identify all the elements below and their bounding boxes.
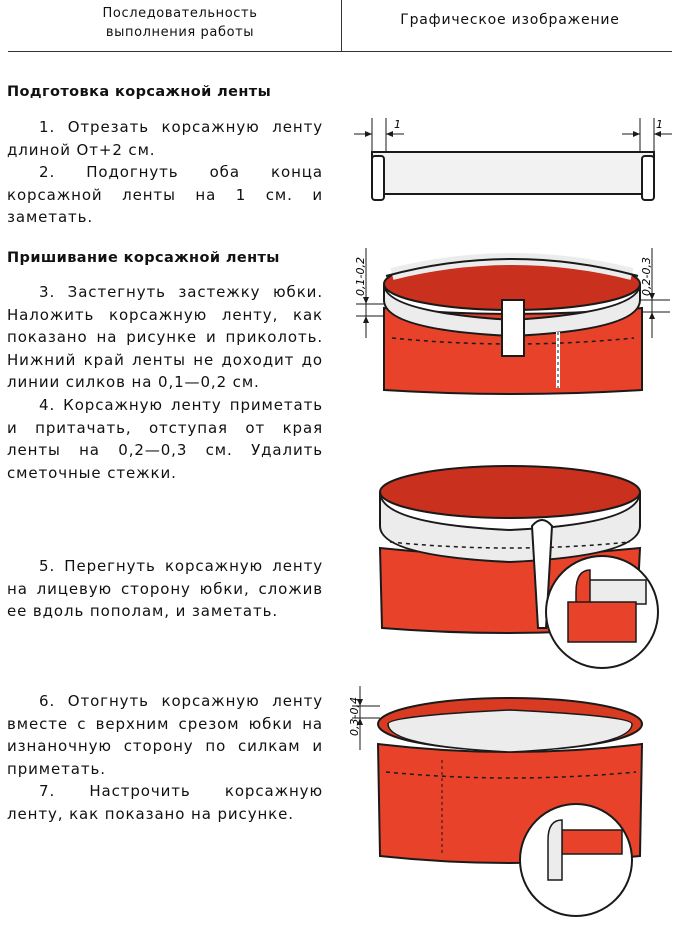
header-graphic-label: Графическое изображение (400, 12, 620, 28)
waistband-tape (387, 709, 633, 753)
dim-label-left: 0,1-0,2 (354, 257, 367, 296)
dim-label-left: 1 (394, 118, 401, 131)
step-7: 7. Настрочить корсажную ленту, как показ… (7, 782, 323, 823)
step-6: 6. Отогнуть корсажную ленту вместе с вер… (7, 692, 323, 778)
section-title-attaching: Пришивание корсажной ленты (7, 250, 280, 266)
header-sequence-label: Последовательность выполнения работы (102, 6, 258, 40)
dim-label-right: 0,2-0,3 (640, 257, 653, 296)
step-2: 2. Подогнуть оба конца корсажной ленты н… (7, 163, 323, 227)
step-1: 1. Отрезать корсажную ленту длиной От+2 … (7, 118, 323, 159)
figure-tape-folded (378, 465, 659, 669)
step-3: 3. Застегнуть застежку юбки. Наложить ко… (7, 283, 323, 392)
header-divider (341, 0, 342, 52)
figure-tape-pinned: 0,1-0,2 0,2-0,3 (354, 248, 670, 395)
tape-strip (371, 151, 655, 195)
tape-end-fold (501, 299, 525, 357)
inset-detail (519, 803, 633, 917)
figure-tape-strip: 1 1 (354, 118, 672, 201)
skirt-inner (379, 465, 641, 519)
step-4: 4. Корсажную ленту приметать и притачать… (7, 395, 323, 482)
header-rule (8, 51, 672, 52)
waistband-tape (379, 491, 641, 564)
table-header: Последовательность выполнения работы Гра… (0, 0, 687, 52)
dim-label-left: 0,3-0,4 (348, 697, 361, 736)
step-5: 5. Перегнуть корсажную ленту на лицевую … (7, 557, 323, 621)
steps-block-2: 3. Застегнуть застежку юбки. Наложить ко… (7, 281, 323, 484)
section-title-preparation: Подготовка корсажной ленты (7, 84, 272, 100)
figure-tape-topstitched: 0,3-0,4 (348, 686, 644, 917)
steps-block-3: 5. Перегнуть корсажную ленту на лицевую … (7, 555, 323, 623)
tape-fold-right (641, 155, 655, 201)
steps-block-1: 1. Отрезать корсажную ленту длиной От+2 … (7, 116, 323, 229)
steps-block-4: 6. Отогнуть корсажную ленту вместе с вер… (7, 690, 323, 826)
tape-fold-left (371, 155, 385, 201)
dim-label-right: 1 (656, 118, 663, 131)
waistband-tape (383, 283, 641, 338)
